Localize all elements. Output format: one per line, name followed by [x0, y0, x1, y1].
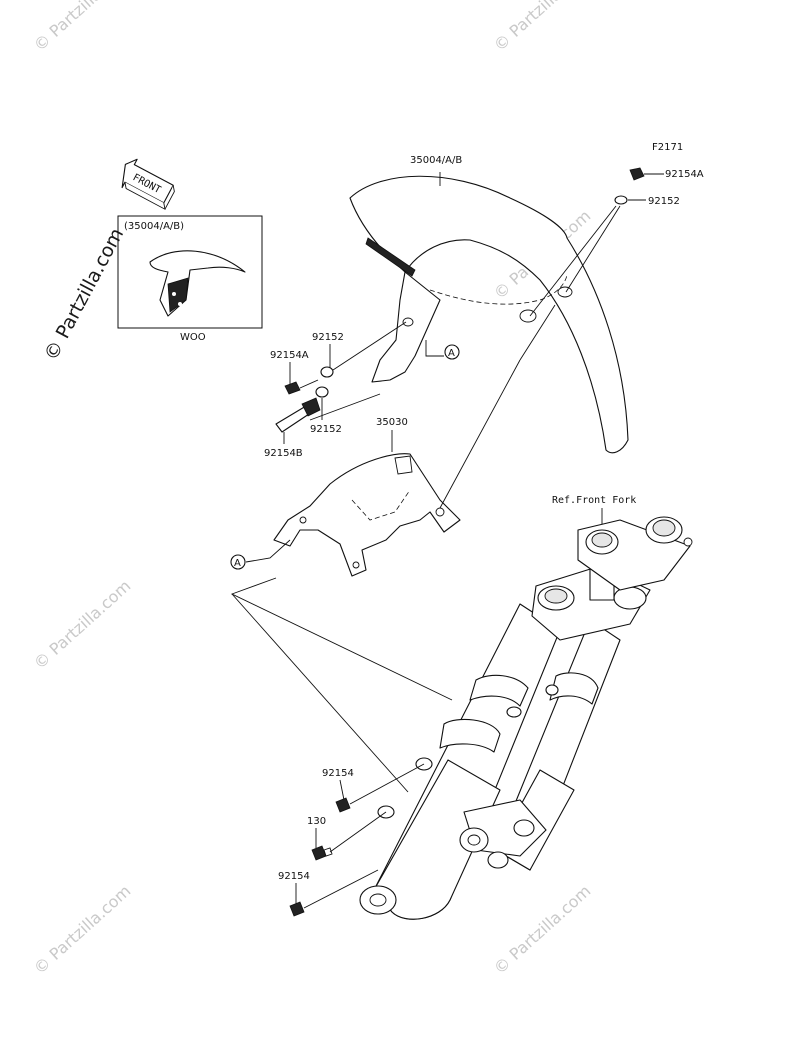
bolt-130-icon [311, 845, 327, 861]
fender-side-hole [402, 317, 414, 327]
bolt-92154-lower-icon [289, 901, 305, 917]
front-arrow-icon: FRONT [121, 158, 175, 211]
callout-bracket: 35030 [376, 417, 408, 428]
callout-bolt-130: 130 [307, 816, 326, 827]
bracket-body [273, 453, 461, 577]
ref-a-fender-label: A [448, 348, 455, 359]
fork-clamp-right-ring [549, 672, 599, 705]
inset-part-ref: (35004/A/B) [124, 221, 184, 232]
inset-box: (35004/A/B) WOO [117, 215, 263, 343]
fork-fasteners: 92154 130 92154 [278, 763, 425, 917]
fork-clamp-left-ring [469, 674, 529, 707]
fender-body [349, 175, 629, 454]
watermark-bottom-left: © Partzilla.com [30, 881, 134, 978]
ref-a-fender: A [425, 340, 460, 360]
inset-fender-dark-panel [167, 277, 189, 313]
top-fasteners: 92154A 92152 [529, 167, 704, 317]
watermark-mid-left: © Partzilla.com [30, 576, 134, 673]
ref-a-bracket: A [230, 539, 291, 570]
front-fork: Ref.Front Fork [359, 495, 693, 920]
fork-slider-left [373, 759, 501, 920]
callout-washer-top: 92152 [648, 196, 680, 207]
bolt-92154a-left-icon [284, 381, 301, 395]
washer-92152-lower-icon [315, 386, 329, 398]
left-fasteners: 92152 92154A 92154B 92152 [264, 321, 407, 459]
fender-stripe [365, 237, 416, 277]
callout-bolt-left: 92154A [270, 350, 309, 361]
front-fender: 35004/A/B [349, 155, 629, 454]
callout-bolt-b: 92154B [264, 448, 303, 459]
fender-side-bracket [371, 271, 441, 383]
watermark-top-right: © Partzilla.com [490, 0, 594, 55]
callout-bolt-fork-lower: 92154 [278, 871, 310, 882]
washer-92152-top-icon [614, 195, 628, 205]
washer-92152-upper-icon [320, 366, 334, 378]
fender-hidden-edge [429, 274, 568, 305]
bolt-92154a-top-icon [629, 167, 645, 181]
callout-ref-fork: Ref.Front Fork [552, 495, 636, 506]
callout-fender: 35004/A/B [410, 155, 462, 166]
watermark-bottom-right: © Partzilla.com [490, 881, 594, 978]
ref-a-bracket-label: A [234, 558, 241, 569]
bolt-92154-upper-icon [335, 797, 351, 813]
callout-washer-left-lower: 92152 [310, 424, 342, 435]
inset-fender-shape [149, 250, 246, 317]
callout-bolt-fork-upper: 92154 [322, 768, 354, 779]
callout-washer-left-upper: 92152 [312, 332, 344, 343]
fender-mount-hole-2 [557, 286, 573, 298]
fender-bracket: 35030 [273, 304, 556, 577]
watermark-top-left: © Partzilla.com [30, 0, 134, 55]
bracket-fork-leaders [230, 577, 453, 793]
watermark-large: © Partzilla.com [40, 225, 128, 365]
figure-code: F2171 [652, 142, 683, 153]
callout-bolt-top: 92154A [665, 169, 704, 180]
inset-caption: WOO [180, 332, 206, 343]
